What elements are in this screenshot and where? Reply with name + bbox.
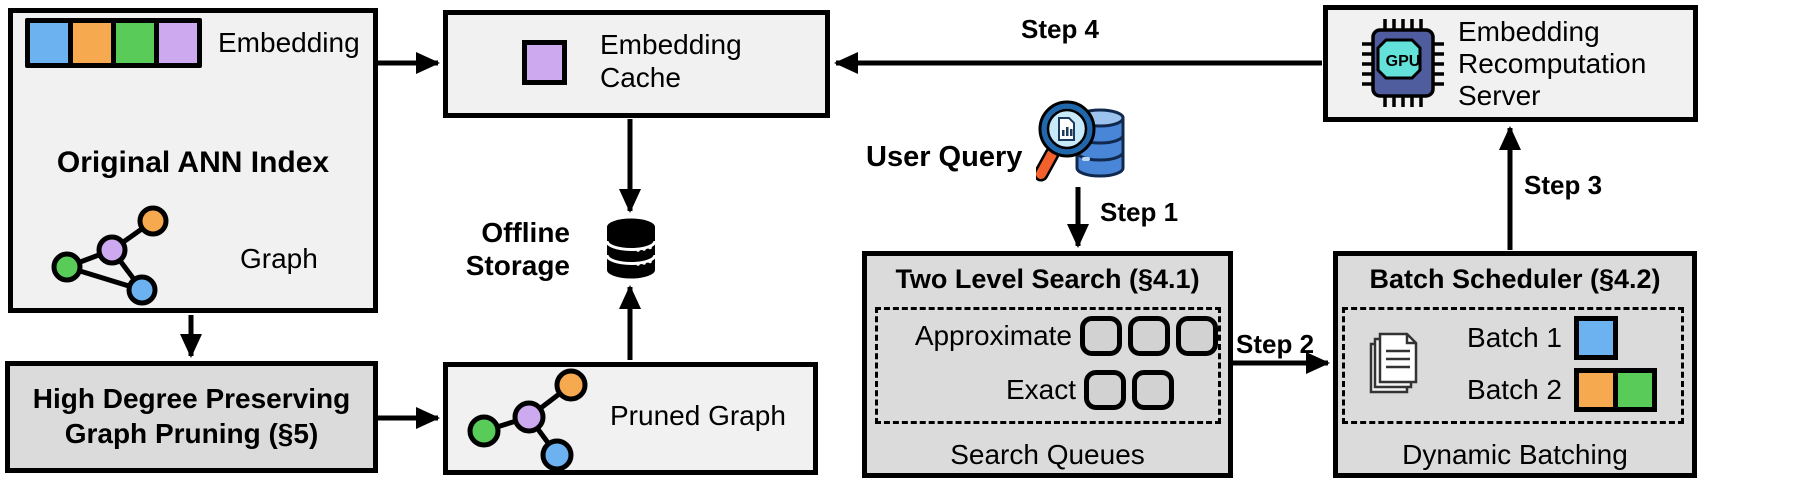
batch2-square-orange [1574,368,1618,412]
cached-embedding-square [522,40,567,85]
two-level-search-box: Two Level Search (§4.1) Approximate Exac… [862,251,1233,478]
recomp-server-label-line3: Server [1458,80,1541,111]
embedding-cell-blue [30,23,68,63]
graph-label: Graph [240,243,318,274]
batch-scheduler-title: Batch Scheduler (§4.2) [1369,264,1661,294]
original-ann-index-box: Embedding Original ANN Index Graph [8,8,378,313]
search-queues-panel: Approximate Exact [875,307,1221,424]
graph-pruning-box: High Degree Preserving Graph Pruning (§5… [5,361,378,473]
graph-pruning-title-line1: High Degree Preserving [32,383,351,414]
documents-icon [1369,332,1418,394]
exact-queue-row: Exact [878,370,1218,410]
ann-graph-icon [51,205,169,306]
approximate-queue-row: Approximate [878,316,1218,356]
ann-index-title: Original ANN Index [56,146,330,179]
embedding-cache-box: Embedding Cache [443,10,830,118]
exact-queue-slot [1132,370,1174,410]
batch2-label: Batch 2 [1467,374,1562,405]
embedding-cache-label-line1: Embedding [600,29,742,60]
offline-storage-label-line2: Storage [465,250,570,281]
embedding-label: Embedding [218,27,360,58]
user-query-icon [1036,100,1125,182]
batch1-label: Batch 1 [1467,322,1562,353]
embedding-cell-orange [73,23,111,63]
two-level-search-title: Two Level Search (§4.1) [895,264,1200,294]
embedding-vector-strip [25,18,202,68]
search-queues-footer: Search Queues [950,439,1145,470]
approximate-queue-slot [1176,316,1218,356]
batch2-square-green [1613,368,1657,412]
pruned-graph-label: Pruned Graph [610,400,786,431]
dynamic-batching-panel: Batch 1 Batch 2 [1342,307,1684,424]
step1-label: Step 1 [1100,197,1179,227]
dynamic-batching-footer: Dynamic Batching [1402,439,1628,470]
step2-label: Step 2 [1236,329,1315,359]
recomp-server-label-line2: Recomputation [1458,48,1647,79]
batch1-row: Batch 1 [1450,316,1618,360]
gpu-icon: GPU [1362,19,1444,107]
approximate-queue-slot [1080,316,1122,356]
recomp-server-label-line1: Embedding [1458,16,1600,47]
offline-storage-label-line1: Offline [481,217,570,248]
approximate-queue-slot [1128,316,1170,356]
pruned-graph-box: Pruned Graph [443,362,818,475]
exact-label: Exact [1005,374,1076,405]
embedding-cache-label-line2: Cache [600,62,681,93]
step4-label: Step 4 [1020,14,1100,44]
approximate-label: Approximate [914,320,1072,351]
user-query-label: User Query [866,141,1023,173]
batch1-square-blue [1574,316,1618,360]
embedding-cell-purple [159,23,197,63]
step3-label: Step 3 [1524,170,1603,200]
exact-queue-slot [1084,370,1126,410]
batch2-row: Batch 2 [1450,368,1657,412]
embedding-cell-green [116,23,154,63]
recomputation-server-box: GPU Embedding Recomputation Server [1323,5,1698,122]
gpu-icon-label: GPU [1386,53,1421,70]
batch-scheduler-box: Batch Scheduler (§4.2) Batch 1 Batch 2 [1333,251,1697,478]
database-icon [605,218,657,279]
graph-pruning-title-line2: Graph Pruning (§5) [64,418,319,449]
pruned-graph-icon [467,368,588,472]
